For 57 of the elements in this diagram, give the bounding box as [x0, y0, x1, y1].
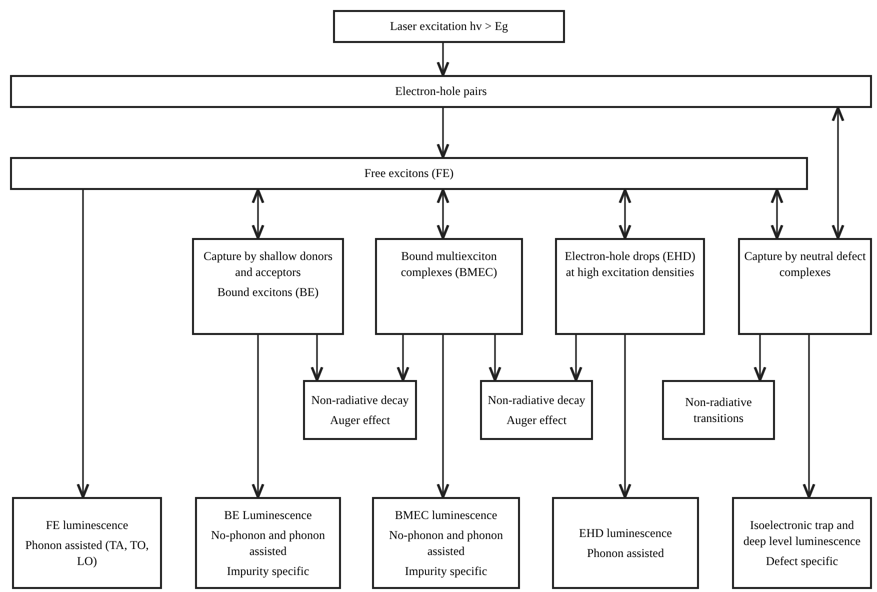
process-box	[375, 238, 523, 335]
box-text: Bound excitons (BE)	[216, 284, 320, 301]
arrow	[436, 43, 450, 76]
box-text: Impurity specific	[404, 563, 488, 580]
arrow	[488, 335, 502, 382]
process-box	[732, 497, 872, 589]
box-text: Isoelectronic trap and deep level luminescence	[742, 516, 862, 550]
process-box	[12, 497, 162, 589]
arrow	[252, 188, 264, 240]
box-text: Capture by neutral defect complexes	[744, 248, 866, 280]
process-box	[303, 380, 417, 440]
box-text: Bound multiexciton complexes (BMEC)	[400, 248, 498, 280]
box-text: Impurity specific	[226, 563, 310, 580]
box-text: Electron-hole drops (EHD) at high excitation densities	[564, 248, 696, 280]
box-text: No-phonon and phonon assisted	[210, 526, 326, 560]
process-box	[333, 10, 565, 43]
arrow	[310, 335, 324, 382]
arrow	[252, 335, 264, 498]
box-text: Auger effect	[328, 412, 392, 428]
arrow	[618, 188, 632, 240]
arrow	[396, 335, 410, 382]
process-box	[192, 238, 344, 335]
box-text: BMEC luminescence	[394, 506, 498, 523]
process-box	[195, 497, 341, 589]
box-text: Free excitons (FE)	[363, 165, 455, 182]
box-text: No-phonon and phonon assisted	[388, 526, 504, 560]
arrow	[436, 335, 450, 498]
arrow	[754, 335, 766, 382]
box-text: Laser excitation hv > Eg	[388, 18, 510, 35]
box-text: Non-radiative decay	[310, 392, 410, 408]
arrow	[76, 190, 90, 498]
box-text: FE luminescence	[44, 516, 130, 533]
arrow	[436, 188, 450, 240]
process-box	[738, 238, 872, 335]
box-text: Capture by shallow donors and acceptors	[202, 248, 334, 280]
box-text: Defect specific	[764, 553, 840, 570]
box-text: Electron-hole pairs	[394, 83, 488, 100]
box-text: Non-radiative decay	[486, 392, 586, 408]
arrow	[832, 106, 844, 240]
process-box	[372, 497, 520, 589]
box-text: Phonon assisted	[586, 545, 665, 562]
process-box	[480, 380, 593, 440]
process-box	[10, 157, 808, 190]
process-box	[555, 238, 705, 335]
box-text: Phonon assisted (TA, TO, LO)	[24, 536, 150, 570]
process-box	[10, 75, 872, 108]
box-text: EHD luminescence	[578, 524, 673, 541]
arrow	[570, 335, 582, 382]
arrow	[618, 335, 632, 498]
box-text: Non-radiative transitions	[684, 394, 753, 426]
arrow	[802, 335, 816, 498]
box-text: BE Luminescence	[223, 506, 313, 523]
process-box	[662, 380, 775, 440]
arrow	[436, 108, 450, 158]
arrow	[770, 188, 784, 240]
box-text: Auger effect	[505, 412, 568, 428]
process-box	[552, 497, 699, 589]
